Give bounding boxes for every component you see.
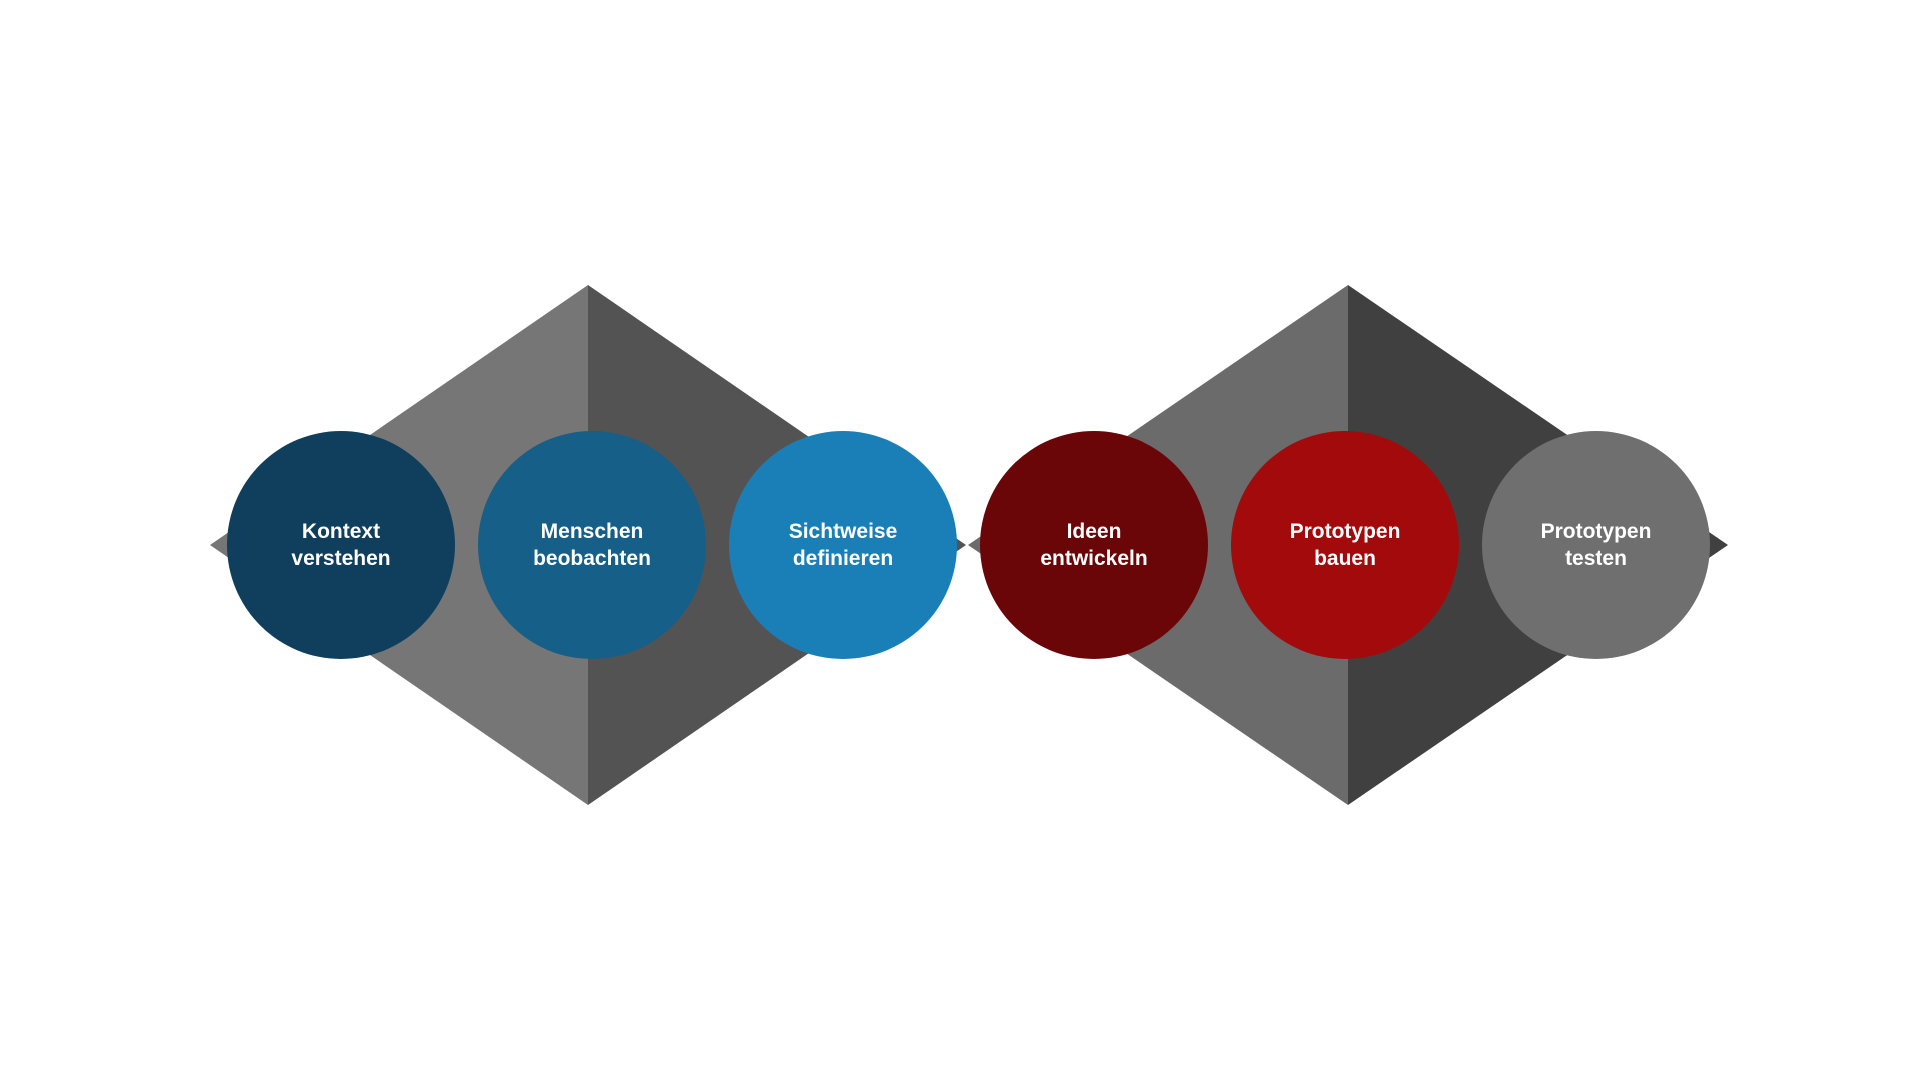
step-label-line-2: beobachten: [533, 547, 651, 570]
step-label-line-2: bauen: [1314, 547, 1376, 570]
step-circle-sichtweise-definieren: Sichtweise definieren: [729, 431, 957, 659]
step-label: Kontext verstehen: [291, 518, 390, 572]
step-label: Sichtweise definieren: [789, 518, 898, 572]
step-label-line-1: Prototypen: [1540, 520, 1652, 543]
step-circle-menschen-beobachten: Menschen beobachten: [478, 431, 706, 659]
step-label: Menschen beobachten: [533, 518, 651, 572]
step-circle-ideen-entwickeln: Ideen entwickeln: [980, 431, 1208, 659]
step-label: Prototypen testen: [1541, 518, 1652, 572]
step-label-line-2: verstehen: [291, 547, 391, 570]
step-circle-prototypen-bauen: Prototypen bauen: [1231, 431, 1459, 659]
step-label-line-1: Sichtweise: [788, 520, 898, 543]
step-label-line-2: definieren: [792, 547, 894, 570]
step-label-line-1: Ideen: [1066, 520, 1122, 543]
step-label-line-1: Menschen: [540, 520, 644, 543]
step-label: Ideen entwickeln: [1040, 518, 1147, 572]
step-label-line-1: Kontext: [301, 520, 381, 543]
step-label: Prototypen bauen: [1290, 518, 1401, 572]
step-circle-kontext-verstehen: Kontext verstehen: [227, 431, 455, 659]
step-label-line-2: entwickeln: [1040, 547, 1148, 570]
step-circle-prototypen-testen: Prototypen testen: [1482, 431, 1710, 659]
step-label-line-2: testen: [1565, 547, 1627, 570]
step-label-line-1: Prototypen: [1289, 520, 1401, 543]
